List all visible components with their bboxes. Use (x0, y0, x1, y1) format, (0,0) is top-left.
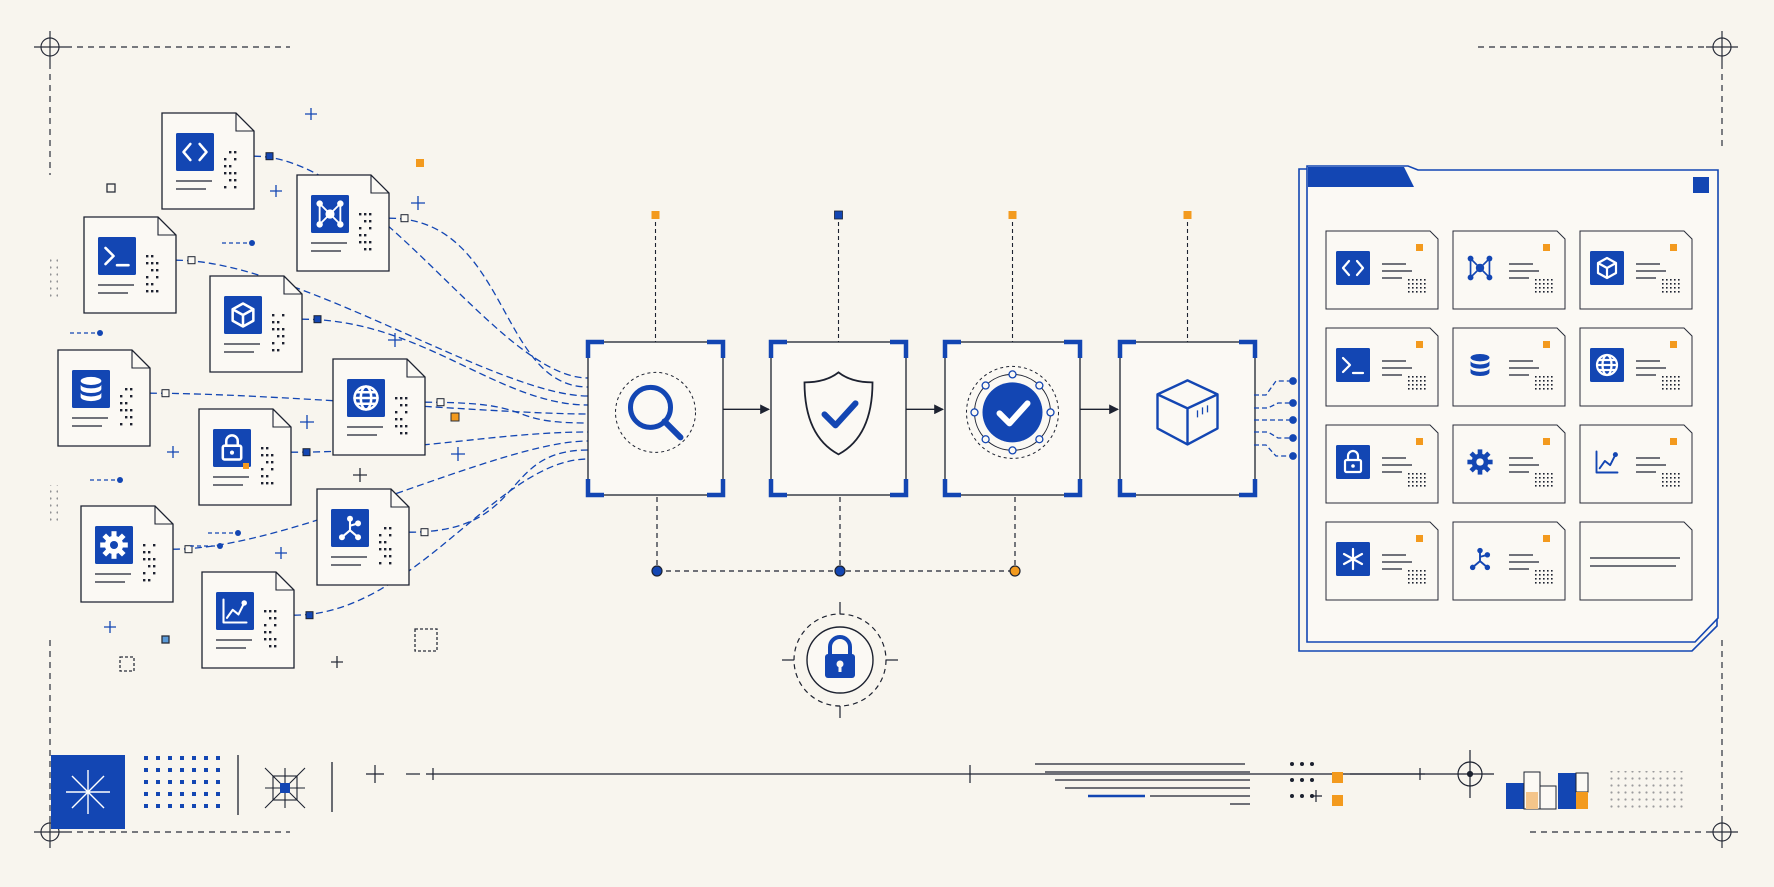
package-icon (1596, 256, 1618, 280)
orange-markers (416, 159, 460, 422)
terminal-icon (104, 246, 130, 267)
package-icon (1156, 379, 1219, 446)
folder-tab (1308, 167, 1414, 187)
globe-icon (353, 385, 379, 411)
catalog-card (1579, 521, 1693, 601)
verified-check-icon (982, 382, 1043, 443)
pipeline-stage (1117, 211, 1258, 498)
catalog-card (1579, 327, 1693, 407)
pipeline-stage (942, 211, 1083, 498)
database-icon (80, 376, 102, 402)
catalog-card (1579, 230, 1693, 310)
crosshair-icon (34, 816, 66, 848)
crosshair-icon (1706, 816, 1738, 848)
footer-strip (51, 750, 1684, 829)
small-dot-columns (50, 255, 58, 525)
status-marker (651, 211, 660, 219)
status-marker (1183, 211, 1192, 219)
terminal-icon (1341, 356, 1365, 375)
document-card (332, 358, 426, 456)
network-icon (316, 200, 344, 228)
lock-icon (221, 434, 243, 461)
crosshair-icon (1446, 750, 1494, 798)
globe-icon (1595, 353, 1619, 377)
database-icon (1470, 353, 1490, 377)
catalog-card (1452, 327, 1566, 407)
scatter-decorations (104, 108, 465, 672)
catalog-card (1579, 424, 1693, 504)
document-card (80, 505, 174, 603)
catalog-card (1325, 327, 1439, 407)
crosshair-icon (34, 31, 66, 63)
document-card (57, 349, 151, 447)
document-card (296, 174, 390, 272)
pipeline-stage (585, 211, 726, 498)
chart-icon (1595, 450, 1619, 474)
catalog-card (1452, 230, 1566, 310)
code-icon (1341, 259, 1365, 277)
document-card (209, 275, 303, 373)
code-icon (182, 142, 208, 162)
folder-corner-marker (1693, 177, 1709, 193)
secure-gate (782, 602, 898, 718)
crosshair-icon (264, 767, 306, 809)
gear-icon (1467, 449, 1493, 475)
branch-icon (1469, 547, 1491, 571)
status-marker (1008, 211, 1017, 219)
mini-bar-chart-icon (1506, 771, 1589, 810)
document-card (198, 408, 292, 506)
document-card (316, 488, 410, 586)
asterisk-icon (1342, 547, 1364, 571)
input-documents (57, 112, 426, 669)
catalog-card (1452, 424, 1566, 504)
gray-dot-matrix (1610, 771, 1684, 811)
search-icon (628, 384, 684, 441)
catalog-grid (1325, 230, 1693, 601)
asterisk-icon (66, 770, 110, 814)
document-card (201, 571, 295, 669)
blue-dot-matrix (143, 755, 221, 813)
package-icon (231, 302, 255, 328)
catalog-card (1325, 230, 1439, 310)
network-icon (1467, 255, 1493, 281)
pipeline-stages (585, 210, 1258, 498)
lock-icon (1343, 449, 1363, 474)
padlock-icon (825, 635, 855, 678)
output-connectors (1254, 377, 1297, 460)
catalog-card (1325, 521, 1439, 601)
gear-icon (100, 531, 128, 559)
corner-marks (34, 31, 1738, 848)
pipeline-stage (768, 210, 909, 498)
shield-check-icon (803, 371, 874, 456)
orange-marker (1332, 772, 1343, 783)
orange-marker (1332, 795, 1343, 806)
stage-bus (651, 497, 1021, 577)
document-card (83, 216, 177, 314)
catalog-card (1325, 424, 1439, 504)
status-marker (834, 210, 843, 220)
crosshair-icon (1706, 31, 1738, 63)
branch-icon (338, 515, 362, 541)
document-card (161, 112, 255, 210)
output-catalog (1298, 165, 1719, 652)
chart-icon (222, 598, 248, 624)
catalog-card (1452, 521, 1566, 601)
